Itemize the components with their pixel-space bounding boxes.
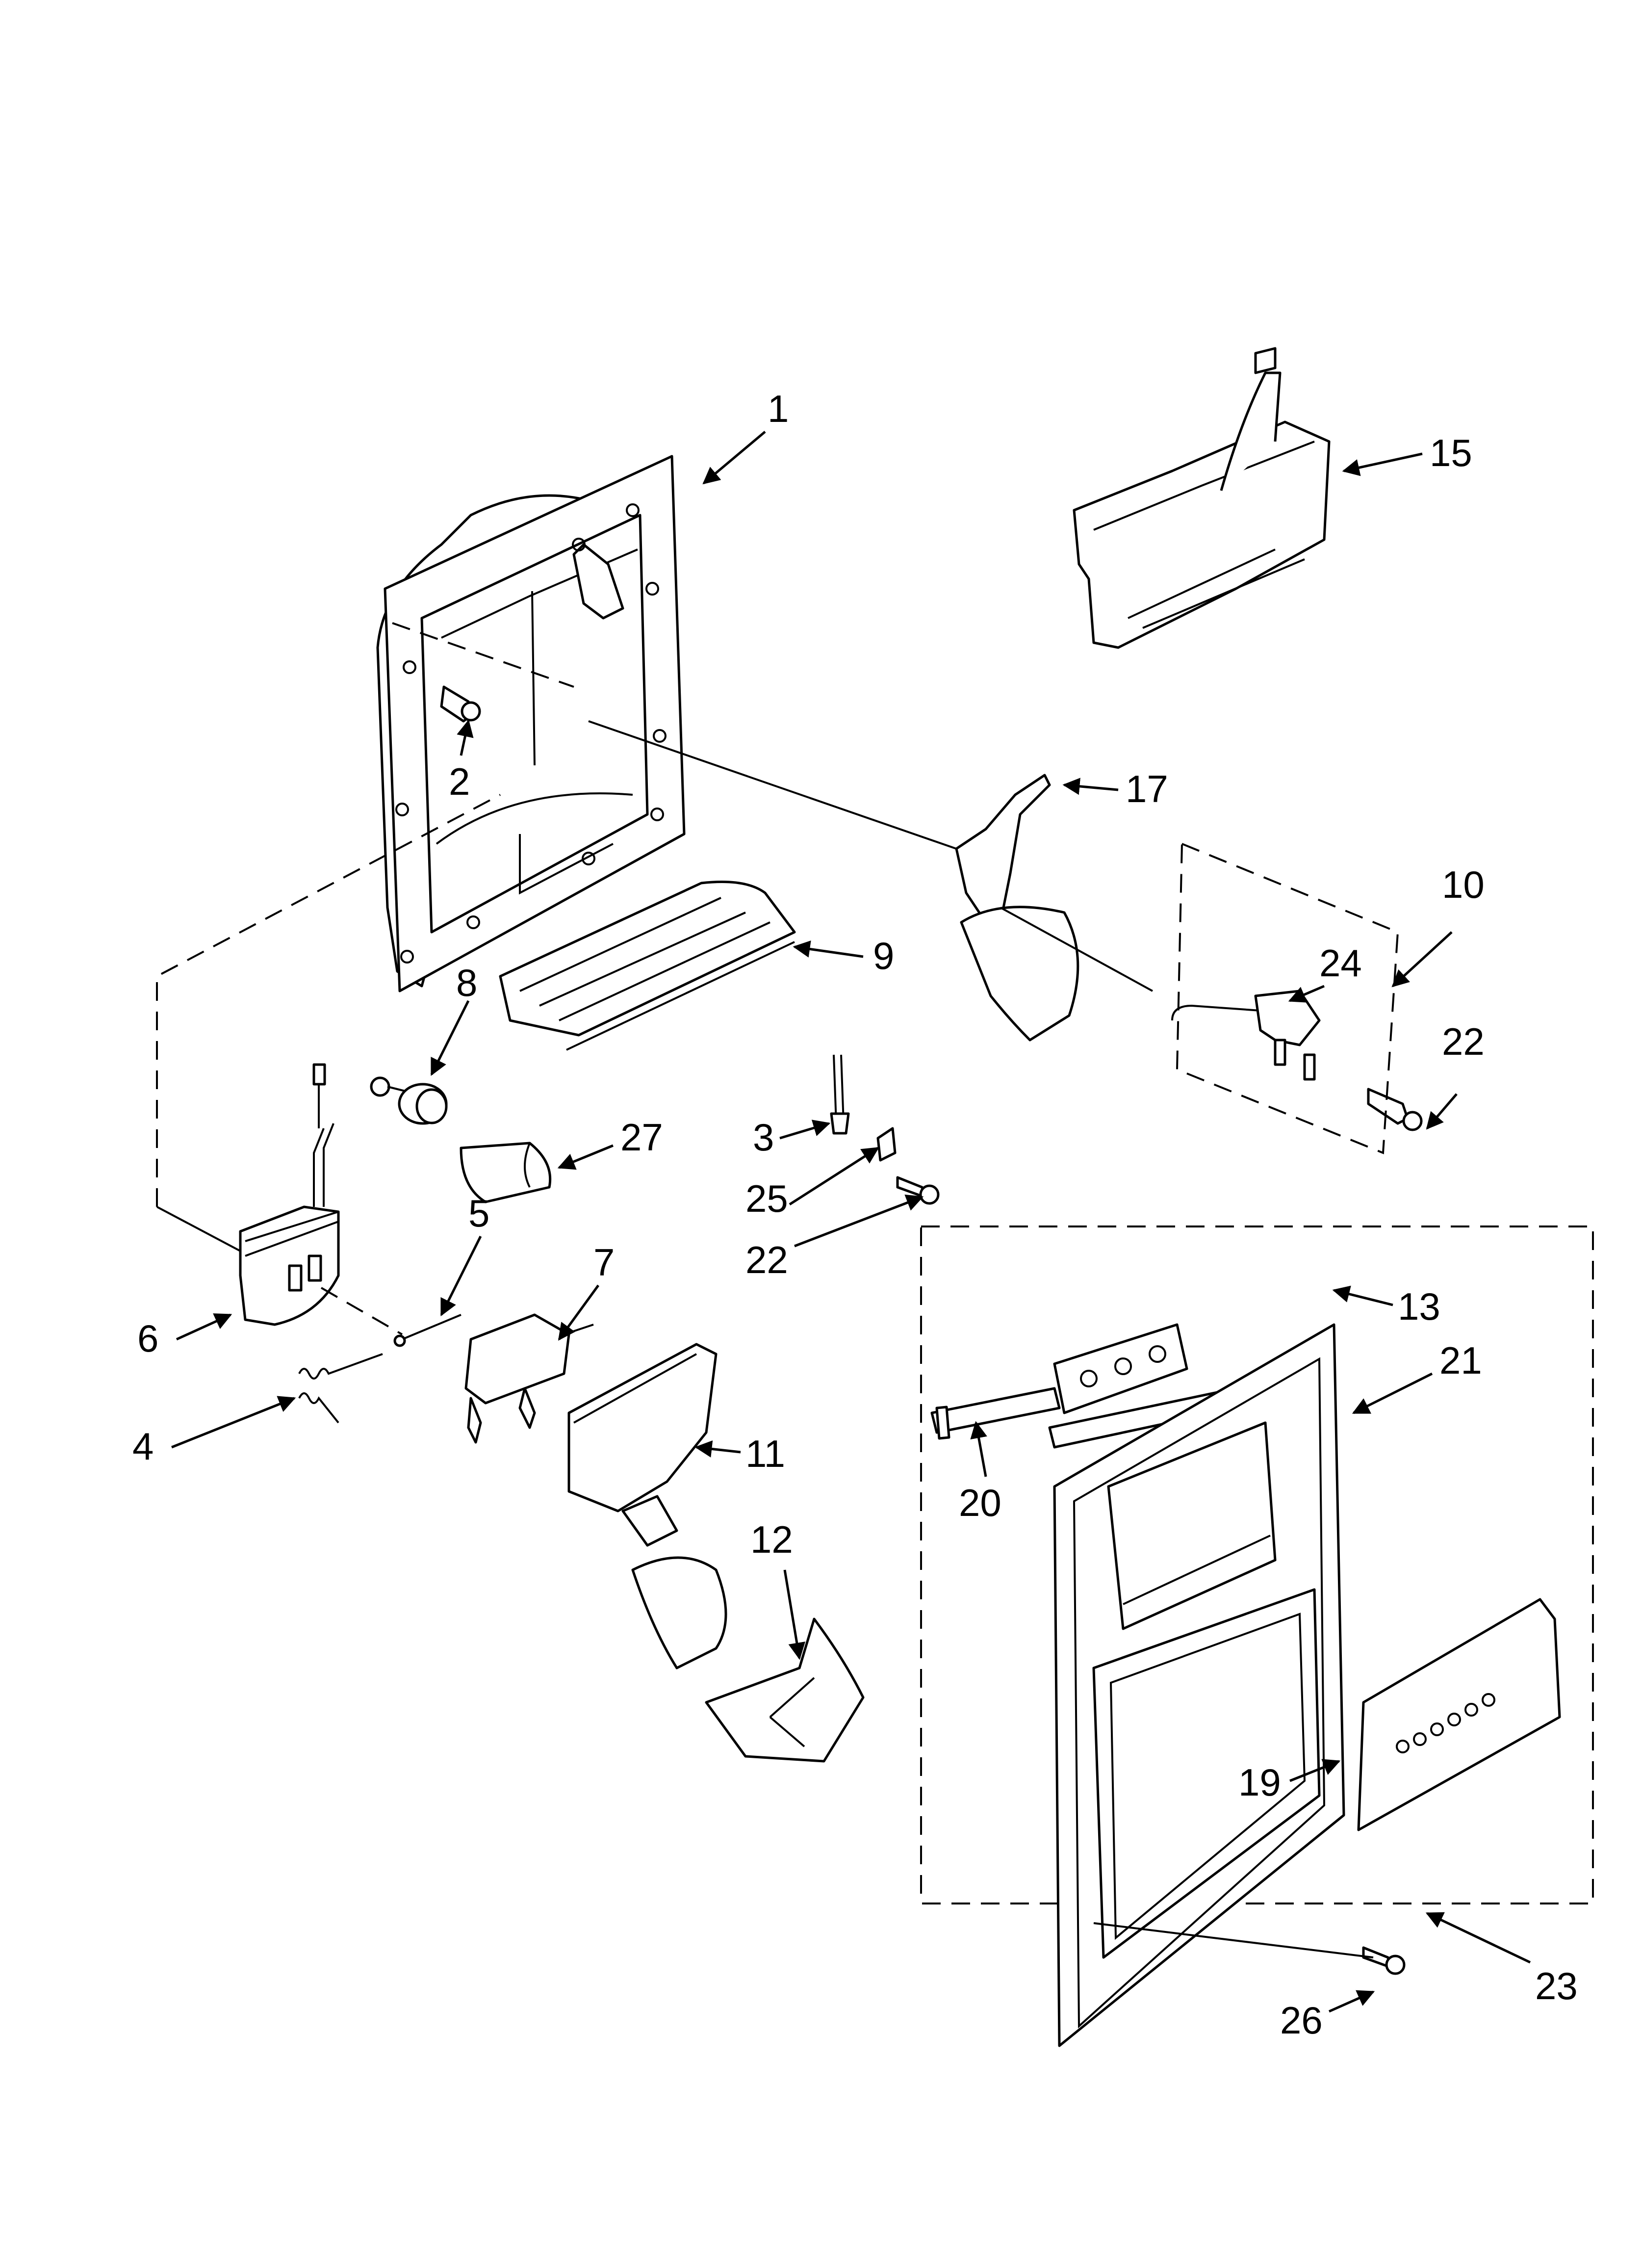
- callout-4: 4: [132, 1425, 154, 1468]
- callout-1: 1: [768, 387, 789, 430]
- callout-9: 9: [873, 934, 894, 977]
- callout-20: 20: [959, 1481, 1001, 1524]
- callout-3: 3: [753, 1116, 774, 1159]
- group-23-outline: [920, 1225, 1594, 1904]
- part-17-actuator: [955, 774, 1079, 1042]
- leader-arrows: [171, 431, 1531, 2013]
- part-20-membrane-switch: [930, 1323, 1188, 1440]
- part-21-front-frame: [1053, 1323, 1345, 2047]
- part-22-screw-right: [1367, 1088, 1423, 1131]
- callout-7: 7: [593, 1241, 615, 1284]
- callout-15: 15: [1430, 431, 1472, 474]
- part-5-pin: [393, 1314, 462, 1347]
- part-11-chute-lever: [567, 1343, 727, 1669]
- callout-5: 5: [468, 1192, 489, 1235]
- part-19-control-panel: [1357, 1598, 1561, 1831]
- part-1-housing: [376, 455, 686, 992]
- callout-27: 27: [620, 1116, 663, 1159]
- explode-lines: [156, 622, 1374, 1958]
- part-9-drip-tray: [499, 881, 796, 1051]
- callout-labels: 1 2 3 4 5 6 7 8 9 10 11 12 13 15 17 19 2…: [132, 387, 1578, 2042]
- callout-10: 10: [1442, 863, 1485, 906]
- part-3-spring-clip: [830, 1054, 850, 1135]
- callout-11: 11: [745, 1432, 785, 1475]
- callout-8: 8: [456, 961, 477, 1004]
- callout-22-right: 22: [1442, 1020, 1485, 1063]
- callout-19: 19: [1238, 1761, 1281, 1804]
- part-4-springs: [298, 1353, 383, 1424]
- callout-25: 25: [745, 1177, 788, 1220]
- part-8-solenoid: [370, 1076, 448, 1125]
- part-26-screw: [1362, 1946, 1406, 1975]
- callout-24: 24: [1319, 941, 1362, 985]
- callout-2: 2: [449, 760, 470, 803]
- part-24-switch: [1171, 990, 1321, 1081]
- callout-26: 26: [1280, 1999, 1323, 2042]
- callout-21: 21: [1439, 1339, 1482, 1382]
- callout-12: 12: [750, 1518, 793, 1561]
- group-10-outline: [1176, 842, 1399, 1154]
- callout-17: 17: [1126, 767, 1168, 810]
- part-6-switch-assembly: [239, 1063, 340, 1326]
- part-15-control-module: [1073, 347, 1331, 649]
- callout-22-center: 22: [745, 1238, 788, 1281]
- part-12-chute-cup: [705, 1617, 865, 1763]
- callout-13: 13: [1398, 1285, 1440, 1328]
- part-27-cover: [460, 1142, 552, 1203]
- callout-23: 23: [1535, 1964, 1578, 2007]
- callout-6: 6: [137, 1317, 158, 1360]
- part-25-bracket: [876, 1127, 897, 1162]
